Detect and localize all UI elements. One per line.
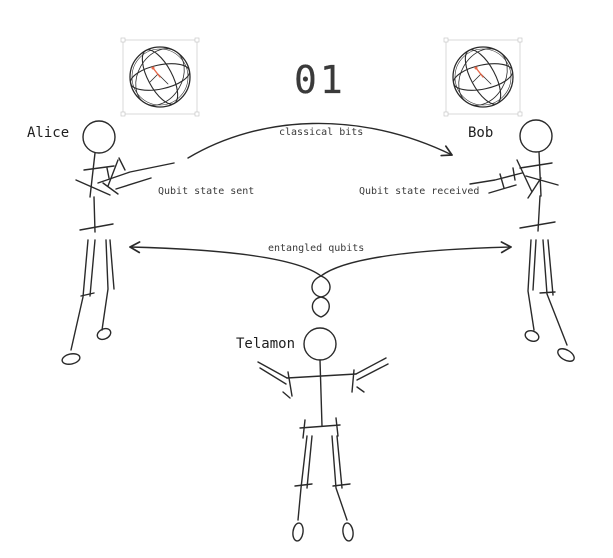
classical-bits-arrow bbox=[187, 122, 453, 159]
entanglement-loop-icon bbox=[311, 275, 331, 318]
alice-figure bbox=[61, 120, 175, 365]
telamon-figure bbox=[257, 327, 389, 542]
entangled-qubits-label: entangled qubits bbox=[268, 243, 365, 254]
qubit-sent-label: Qubit state sent bbox=[158, 186, 255, 197]
bloch-sphere-right-icon bbox=[443, 37, 523, 117]
telamon-label: Telamon bbox=[236, 336, 296, 352]
bob-label: Bob bbox=[468, 125, 494, 141]
alice-label: Alice bbox=[27, 125, 70, 141]
qubit-received-label: Qubit state received bbox=[359, 186, 480, 197]
bloch-sphere-left-icon bbox=[120, 37, 200, 117]
bits-value: 01 bbox=[294, 58, 346, 102]
bob-figure bbox=[469, 119, 575, 362]
classical-bits-label: classical bits bbox=[279, 127, 364, 138]
